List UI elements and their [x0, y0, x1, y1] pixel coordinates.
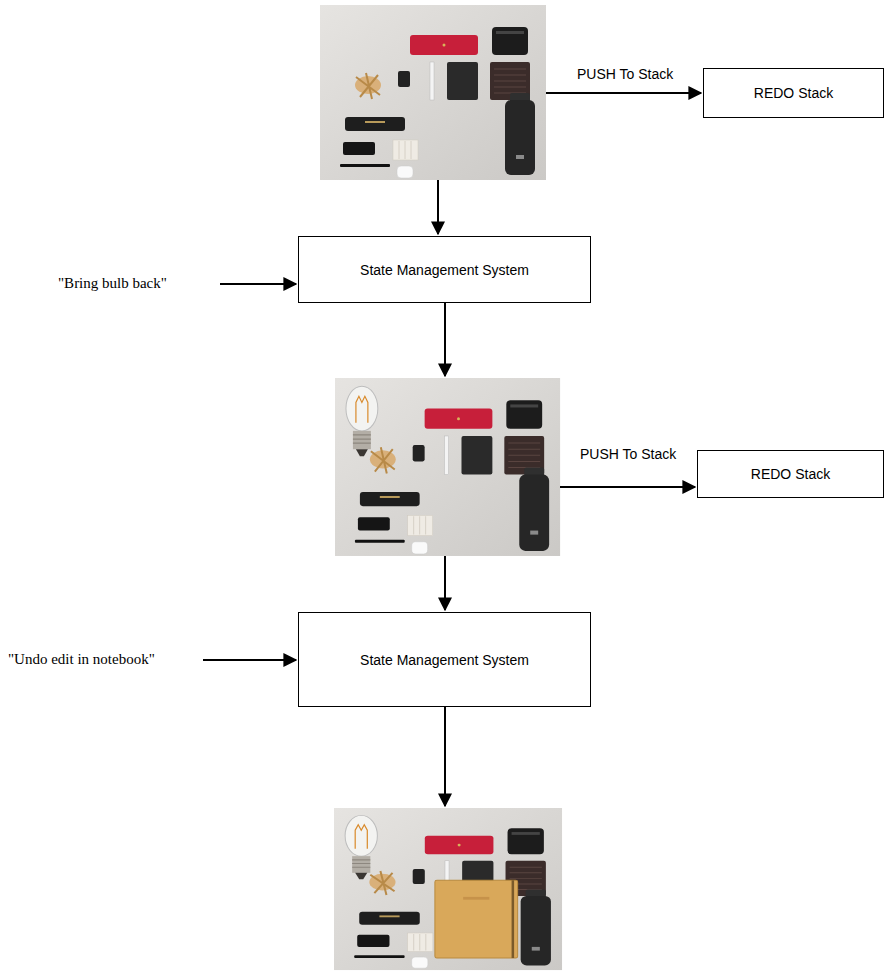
flow-arrow: [444, 556, 446, 610]
box-label: REDO Stack: [751, 466, 830, 482]
box-label: State Management System: [360, 262, 529, 278]
input-command: "Bring bulb back": [58, 275, 167, 292]
photo-with-bulb: [335, 378, 560, 556]
process-box: REDO Stack: [697, 450, 884, 498]
arrow-label: PUSH To Stack: [580, 446, 676, 462]
push-arrow: [560, 486, 695, 488]
photo-with-notebook: [334, 808, 562, 970]
light-bulb: [346, 386, 378, 456]
photo-items: [335, 378, 560, 556]
photo-before: [320, 5, 546, 180]
photo-items: [334, 808, 562, 970]
light-bulb: [345, 815, 377, 879]
notebook: [435, 880, 518, 958]
arrow-label: PUSH To Stack: [577, 66, 673, 82]
box-label: State Management System: [360, 652, 529, 668]
process-box: REDO Stack: [703, 68, 884, 118]
input-arrow: [220, 283, 296, 285]
push-arrow: [546, 92, 701, 94]
input-arrow: [203, 659, 296, 661]
flow-arrow: [437, 180, 439, 234]
flow-arrow: [444, 303, 446, 376]
process-box: State Management System: [298, 236, 591, 303]
process-box: State Management System: [298, 612, 591, 707]
box-label: REDO Stack: [754, 85, 833, 101]
flow-arrows: [203, 93, 701, 806]
input-command: "Undo edit in notebook": [8, 651, 155, 668]
photo-items: [320, 5, 546, 180]
flow-arrow: [444, 707, 446, 806]
